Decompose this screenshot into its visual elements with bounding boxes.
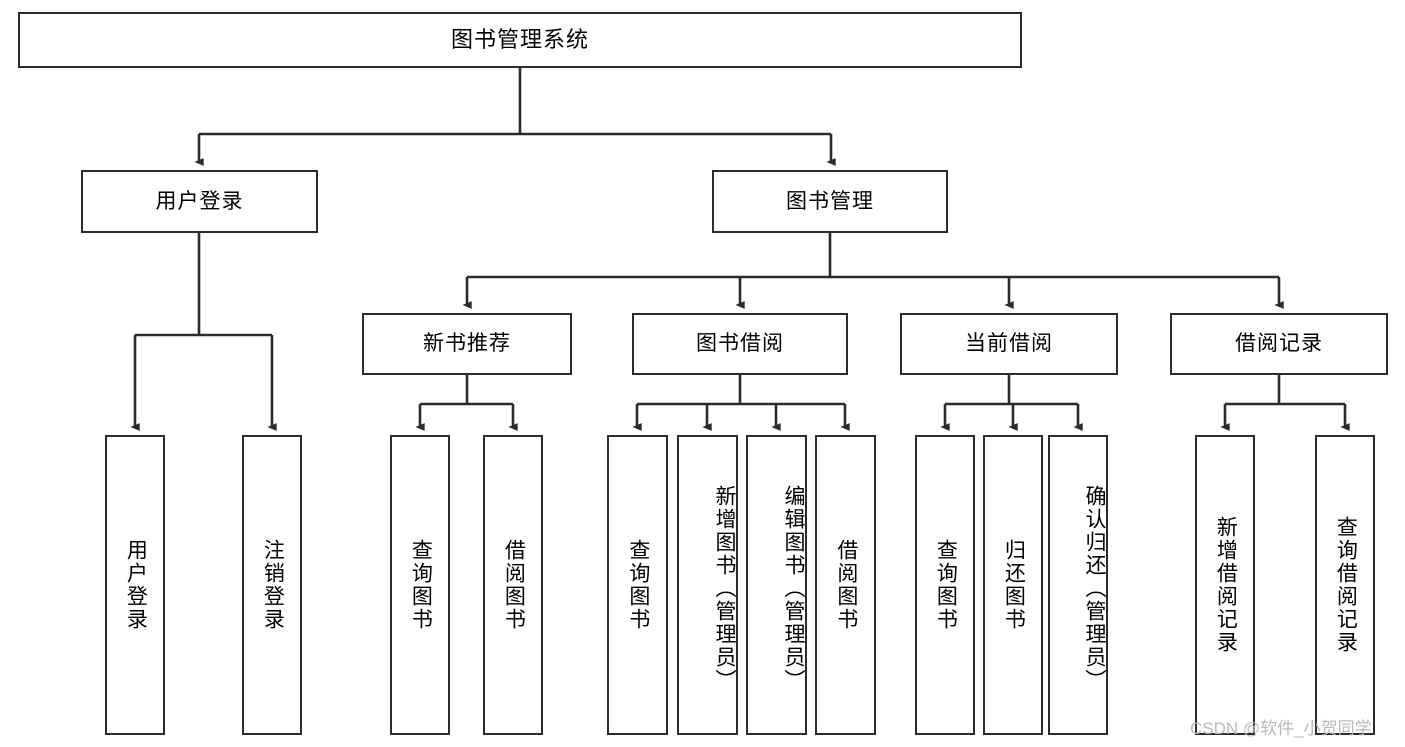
node-book-borrow[interactable]: 图书借阅 (632, 313, 848, 375)
node-new-book-recommend[interactable]: 新书推荐 (362, 313, 572, 375)
leaf-current-return-book[interactable]: 归还图书 (983, 435, 1043, 735)
node-current-borrow[interactable]: 当前借阅 (900, 313, 1118, 375)
leaf-user-login-logout[interactable]: 注销登录 (242, 435, 302, 735)
node-root-system[interactable]: 图书管理系统 (18, 12, 1022, 68)
leaf-current-confirm-return-admin[interactable]: 确认归还（管理员） (1048, 435, 1108, 735)
leaf-borrow-add-book-admin[interactable]: 新增图书（管理员） (677, 435, 738, 735)
leaf-borrow-query-book[interactable]: 查询图书 (607, 435, 668, 735)
leaf-record-query-record[interactable]: 查询借阅记录 (1315, 435, 1375, 735)
leaf-current-query-book[interactable]: 查询图书 (915, 435, 975, 735)
leaf-new-book-borrow[interactable]: 借阅图书 (483, 435, 543, 735)
node-user-login[interactable]: 用户登录 (81, 170, 318, 233)
node-borrow-record[interactable]: 借阅记录 (1170, 313, 1388, 375)
leaf-borrow-borrow-book[interactable]: 借阅图书 (815, 435, 876, 735)
leaf-record-add-record[interactable]: 新增借阅记录 (1195, 435, 1255, 735)
node-book-management[interactable]: 图书管理 (712, 170, 948, 233)
leaf-user-login-login[interactable]: 用户登录 (105, 435, 165, 735)
csdn-watermark: CSDN @软件_小贺同学 (1190, 719, 1372, 738)
leaf-borrow-edit-book-admin[interactable]: 编辑图书（管理员） (746, 435, 807, 735)
leaf-new-book-query[interactable]: 查询图书 (390, 435, 450, 735)
